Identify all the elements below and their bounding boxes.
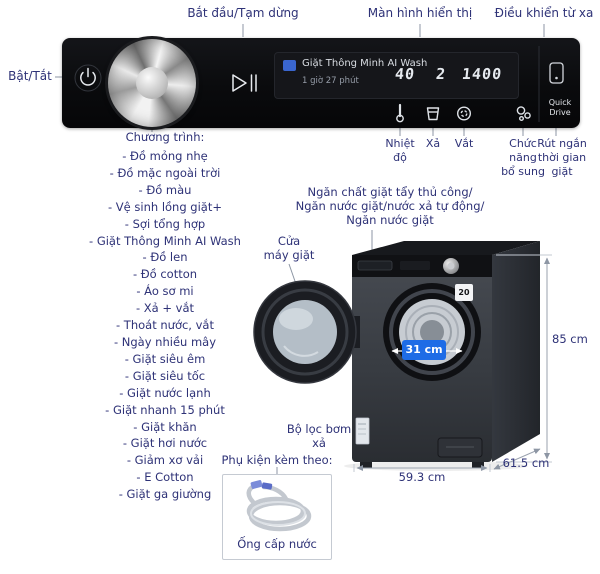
program-item: - Giặt nước lạnh xyxy=(119,385,211,400)
program-item: - Giặt ga giường xyxy=(118,487,212,502)
accessory-title: Phụ kiện kèm theo: xyxy=(221,453,333,467)
label-power: Bật/Tắt xyxy=(8,69,52,83)
display-program-name: Giặt Thông Minh AI Wash xyxy=(302,58,428,69)
door-diameter-badge: 31 cm xyxy=(402,340,446,360)
program-item: - Áo sơ mi xyxy=(136,284,194,299)
program-item: - Đồ len xyxy=(142,250,188,265)
program-item: - Giặt Thông Minh AI Wash xyxy=(89,233,241,248)
label-time-shorten: Rút ngắn thời gian giặt xyxy=(537,137,587,178)
label-door: Cửa máy giặt xyxy=(263,234,315,262)
program-item: - Giặt hơi nước xyxy=(122,436,208,451)
label-pump-filter: Bộ lọc bơm xả xyxy=(286,422,352,450)
label-display: Màn hình hiển thị xyxy=(367,6,473,20)
label-spin: Vắt xyxy=(454,137,474,150)
hose-connector xyxy=(261,482,273,490)
start-pause-icon xyxy=(232,74,257,92)
program-item: - E Cotton xyxy=(136,470,194,485)
dimension-depth: 61.5 cm xyxy=(502,456,550,470)
warranty-badge-number: 20 xyxy=(458,288,470,297)
display-temp-value: 40 xyxy=(394,65,417,83)
program-item: - Vệ sinh lồng giặt+ xyxy=(108,199,222,214)
warranty-badge xyxy=(455,284,473,301)
display-spin-value: 1400 xyxy=(461,65,504,83)
label-rinse: Xả xyxy=(425,137,441,150)
washing-machine-illustration: 20 xyxy=(253,241,540,471)
program-dial xyxy=(108,39,196,127)
detergent-drawer xyxy=(357,260,393,271)
label-start-pause: Bắt đầu/Tạm dừng xyxy=(187,6,299,20)
program-item: - Giặt khăn xyxy=(133,419,197,434)
panel-icon-layer xyxy=(74,46,564,123)
program-item: - Xả + vắt xyxy=(135,301,195,316)
water-hose-image xyxy=(246,480,312,532)
program-list: - Đồ mỏng nhẹ - Đồ mặc ngoài trời - Đồ màu… xyxy=(55,148,275,503)
program-item: - Ngày nhiều mây xyxy=(113,334,217,349)
program-item: - Giặt siêu êm xyxy=(124,351,206,366)
program-item: - Đồ mỏng nhẹ xyxy=(122,149,208,163)
dimension-width: 59.3 cm xyxy=(398,470,446,484)
program-item: - Sợi tổng hợp xyxy=(124,216,206,231)
panel-display: Giặt Thông Minh AI Wash 1 giờ 27 phút 40… xyxy=(274,52,519,99)
washer-control-panel: Giặt Thông Minh AI Wash 1 giờ 27 phút 40… xyxy=(62,38,580,128)
program-tag-icon xyxy=(283,60,296,71)
rinse-icon xyxy=(426,107,440,121)
program-item: - Đồ cotton xyxy=(132,267,198,282)
accessory-name: Ống cấp nước xyxy=(237,537,317,551)
accessory-box: Ống cấp nước xyxy=(222,474,332,560)
label-extra-functions: Chức năng bổ sung xyxy=(501,137,545,178)
quick-drive-label: Quick Drive xyxy=(548,98,572,117)
label-remote-control: Điều khiển từ xa xyxy=(494,6,594,20)
program-item: - Thoát nước, vắt xyxy=(116,318,214,333)
remote-control-icon xyxy=(549,62,564,84)
program-item: - Đồ màu xyxy=(138,182,192,197)
power-icon xyxy=(74,64,102,92)
hose-connector xyxy=(250,480,263,489)
display-rinse-value: 2 xyxy=(435,65,447,83)
dimension-lines xyxy=(353,254,552,472)
open-door xyxy=(253,280,357,384)
dimension-height: 85 cm xyxy=(552,332,588,346)
label-detergent-drawer: Ngăn chất giặt tẩy thủ công/ Ngăn nước g… xyxy=(295,185,485,227)
temperature-icon xyxy=(396,103,404,123)
program-item: - Giặt siêu tốc xyxy=(124,368,206,383)
label-temperature: Nhiệt độ xyxy=(385,137,415,164)
display-duration: 1 giờ 27 phút xyxy=(302,76,359,86)
program-item: - Giảm xơ vải xyxy=(126,453,204,468)
program-item: - Giặt nhanh 15 phút xyxy=(105,402,225,417)
program-item: - Đồ mặc ngoài trời xyxy=(109,165,221,180)
program-list-title: Chương trình: xyxy=(125,130,205,144)
extra-functions-icon xyxy=(516,106,531,121)
spin-icon xyxy=(457,106,472,121)
